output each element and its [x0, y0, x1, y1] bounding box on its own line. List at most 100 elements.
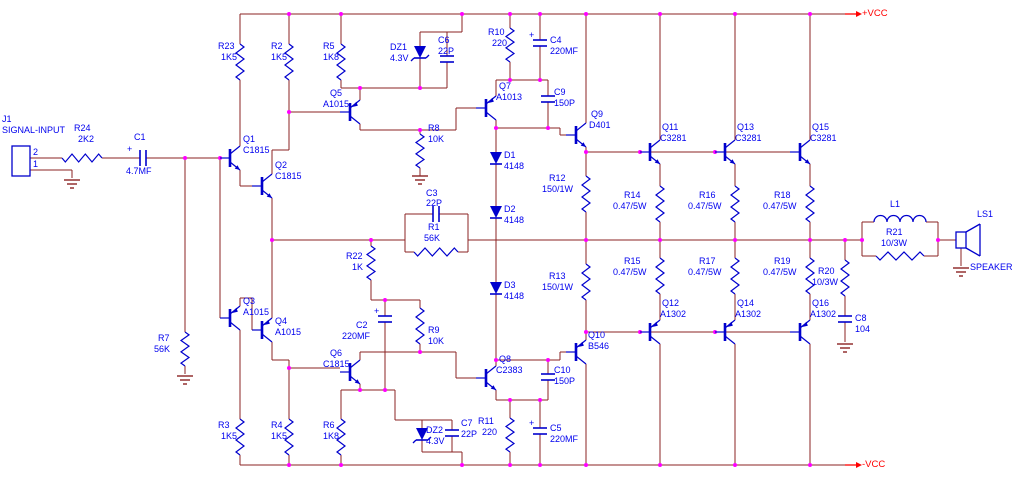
label-R12: 150/1W — [542, 184, 574, 194]
pnp-arrow-icon — [651, 321, 658, 328]
label-Q8: Q8 — [499, 354, 511, 364]
junction-dot — [383, 388, 387, 392]
junction-dot — [584, 330, 588, 334]
label-Q14: Q14 — [737, 298, 754, 308]
junction-dot — [508, 12, 512, 16]
junction-dot — [733, 463, 737, 467]
label-Q4: A1015 — [275, 327, 301, 337]
label-DZ1: 4.3V — [390, 53, 409, 63]
label-Q12: Q12 — [662, 298, 679, 308]
label-C6: C6 — [438, 35, 450, 45]
pnp-arrow-icon — [487, 97, 494, 104]
label-D1: D1 — [504, 150, 516, 160]
speaker-icon — [965, 247, 981, 257]
label-R11: R11 — [478, 416, 494, 426]
power-arrow-icon — [856, 11, 862, 17]
junction-dot — [584, 463, 588, 467]
label-R19: 0.47/5W — [763, 267, 797, 277]
resistor-icon — [336, 43, 346, 81]
label-Q6: C1815 — [323, 359, 350, 369]
speaker-icon — [955, 231, 967, 249]
junction-dot — [369, 238, 373, 242]
zener-wing — [425, 54, 430, 59]
label-R10: 220 — [492, 38, 507, 48]
label-Q7: Q7 — [499, 81, 511, 91]
label-Q16: A1302 — [810, 309, 836, 319]
label-C5: C5 — [550, 423, 562, 433]
label-R9: 10K — [428, 336, 444, 346]
label-LS1: LS1 — [977, 209, 993, 219]
label-Q13: Q13 — [737, 122, 754, 132]
junction-dot — [733, 12, 737, 16]
zener-icon — [414, 46, 426, 58]
label-Q10: Q10 — [588, 330, 605, 340]
label-Q3: A1015 — [243, 307, 269, 317]
label-C2: C2 — [356, 320, 368, 330]
label-R22: 1K — [352, 262, 363, 272]
zener-wing — [412, 439, 417, 444]
zener-wing — [410, 57, 415, 62]
resistor-icon — [336, 418, 346, 456]
label-C6: 22P — [438, 46, 454, 56]
junction-dot — [460, 12, 464, 16]
pnp-arrow-icon — [231, 307, 238, 314]
transistor-leg — [261, 173, 273, 183]
junction-dot — [418, 128, 422, 132]
transistor-leg — [799, 335, 811, 345]
label-Q16: Q16 — [812, 298, 829, 308]
label-R4: 1K5 — [271, 431, 287, 441]
resistor-icon — [581, 263, 591, 301]
resistor-icon — [235, 418, 245, 456]
label-Q14: A1302 — [735, 309, 761, 319]
junction-dot — [287, 110, 291, 114]
resistor-icon — [179, 331, 191, 367]
label-Q1: C1815 — [243, 145, 270, 155]
junction-dot — [584, 238, 588, 242]
label-R1: R1 — [428, 222, 440, 232]
junction-dot — [808, 12, 812, 16]
junction-dot — [418, 86, 422, 90]
transistor-leg — [349, 115, 361, 125]
junction-dot — [339, 463, 343, 467]
label-Q11: C3281 — [660, 133, 687, 143]
label-R11: 220 — [482, 427, 497, 437]
label-R13: R13 — [549, 271, 566, 281]
label-R22: R22 — [346, 251, 363, 261]
label-R21: R21 — [886, 227, 903, 237]
label-Q13: C3281 — [735, 133, 762, 143]
resistor-icon — [413, 247, 459, 257]
resistor-icon — [655, 185, 665, 223]
junction-dot — [358, 86, 362, 90]
npn-arrow-icon — [266, 193, 272, 198]
label-R16: 0.47/5W — [688, 201, 722, 211]
transistor-leg — [799, 139, 811, 149]
label-Q9: Q9 — [591, 109, 603, 119]
transistor-leg — [229, 145, 241, 155]
junction-dot — [418, 350, 422, 354]
junction-dot — [860, 238, 864, 242]
resistor-icon — [581, 175, 591, 213]
junction-dot — [358, 388, 362, 392]
label-LS1: SPEAKER — [970, 262, 1013, 272]
junction-dot — [808, 238, 812, 242]
resistor-icon — [61, 153, 103, 163]
label-C10: C10 — [554, 365, 571, 375]
junction-dot — [538, 463, 542, 467]
npn-arrow-icon — [580, 142, 586, 147]
junction-dot — [339, 12, 343, 16]
label-C4: 220MF — [550, 46, 579, 56]
label-D2: 4148 — [504, 215, 524, 225]
label-C5: 220MF — [550, 434, 579, 444]
junction-dot — [383, 298, 387, 302]
junction-dot — [936, 238, 940, 242]
label-DZ2: DZ2 — [426, 425, 443, 435]
pnp-arrow-icon — [801, 321, 808, 328]
vcc-plus-label: +VCC — [862, 8, 888, 19]
label-R18: 0.47/5W — [763, 201, 797, 211]
resistor-icon — [504, 27, 516, 63]
junction-dot — [183, 156, 187, 160]
junction-dot — [494, 358, 498, 362]
label-Q3: Q3 — [243, 296, 255, 306]
npn-arrow-icon — [654, 159, 660, 164]
label-R14: R14 — [624, 190, 641, 200]
